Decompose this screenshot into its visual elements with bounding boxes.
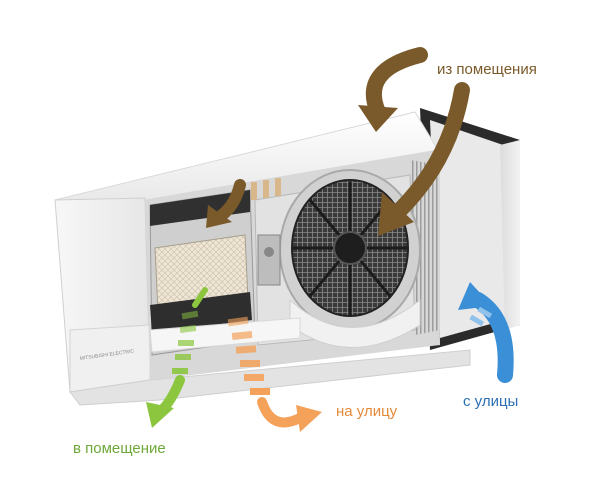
label-from-room: из помещения bbox=[437, 61, 537, 78]
arrow-from-street bbox=[458, 282, 514, 383]
arrow-to-outside bbox=[227, 316, 322, 432]
fan-hub bbox=[333, 231, 367, 265]
unit-interior bbox=[145, 150, 440, 380]
blower-fins bbox=[410, 160, 440, 335]
unit-front-panel: MITSUBISHI ELECTRIC bbox=[54, 197, 151, 393]
unit-back-housing bbox=[420, 108, 520, 350]
arrow-from-room bbox=[206, 47, 470, 236]
label-to-outside: на улицу bbox=[336, 403, 398, 420]
label-to-room: в помещение bbox=[73, 440, 166, 457]
label-from-street: с улицы bbox=[463, 393, 519, 410]
arrow-to-room bbox=[146, 287, 208, 428]
